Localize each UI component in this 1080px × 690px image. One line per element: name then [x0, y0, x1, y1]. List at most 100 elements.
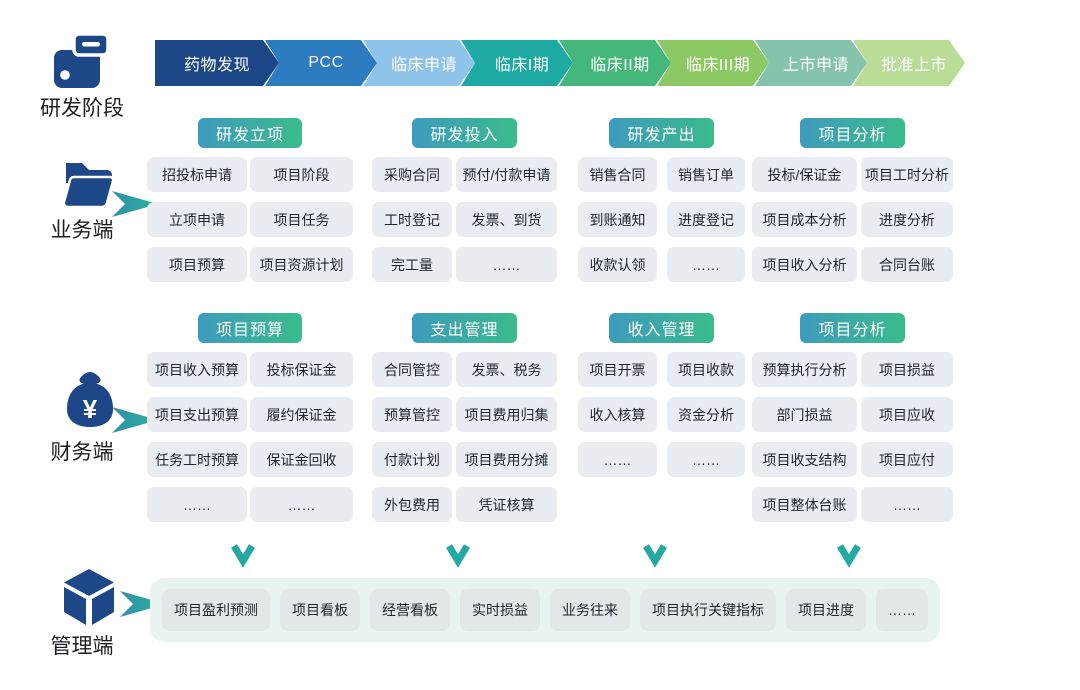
module-grid: 投标/保证金项目工时分析项目成本分析进度分析项目收入分析合同台账	[752, 157, 953, 282]
management-item: 项目执行关键指标	[640, 589, 776, 631]
module-grid: 销售合同销售订单到账通知进度登记收款认领 ……	[578, 157, 745, 282]
svg-text:¥: ¥	[83, 394, 98, 424]
module-cell: 履约保证金	[250, 397, 353, 432]
module-cell: 项目收支结构	[752, 442, 857, 477]
module-cell: 工时登记	[372, 202, 452, 237]
module-cell: 合同管控	[372, 352, 452, 387]
module-cell: 进度登记	[667, 202, 745, 237]
module-group: 项目分析投标/保证金项目工时分析项目成本分析进度分析项目收入分析合同台账	[752, 118, 953, 282]
group-header-badge: 研发产出	[609, 118, 714, 148]
module-cell: 项目工时分析	[861, 157, 953, 192]
management-arrow-icon	[120, 588, 166, 625]
module-cell: 预算管控	[372, 397, 452, 432]
down-chevron-icon	[836, 543, 862, 569]
business-arrow-icon	[112, 188, 158, 225]
stage-chevron: 批准上市	[853, 40, 965, 86]
cube-icon	[58, 566, 120, 633]
group-header-badge: 支出管理	[412, 313, 517, 343]
module-grid: 合同管控发票、税务预算管控项目费用归集付款计划项目费用分摊外包费用凭证核算	[372, 352, 557, 522]
money-bag-icon: ¥	[62, 370, 118, 437]
module-cell: ……	[147, 487, 247, 522]
module-cell: 立项申请	[147, 202, 247, 237]
module-group: 项目分析预算执行分析项目损益部门损益项目应收项目收支结构项目应付项目整体台账……	[752, 313, 953, 522]
stage-chevron: 临床申请	[363, 40, 475, 86]
module-cell: 发票、税务	[456, 352, 557, 387]
finance-side-label: 财务端	[50, 441, 114, 464]
stage-chevron: 临床II期	[559, 40, 671, 86]
module-cell: 销售订单	[667, 157, 745, 192]
down-chevron-icon	[230, 543, 256, 569]
module-cell: ……	[667, 247, 745, 282]
module-group: 研发立项招投标申请项目阶段立项申请项目任务项目预算项目资源计划	[147, 118, 353, 282]
module-group: 研发投入采购合同预付/付款申请工时登记发票、到货完工量……	[372, 118, 557, 282]
folder-icon	[58, 155, 120, 218]
module-group: 项目预算项目收入预算投标保证金项目支出预算履约保证金任务工时预算保证金回收…………	[147, 313, 353, 522]
management-item: 项目看板	[280, 589, 360, 631]
module-cell: 预付/付款申请	[456, 157, 557, 192]
stage-chevron: PCC	[265, 40, 377, 86]
management-item: 经营看板	[370, 589, 450, 631]
module-grid: 项目开票项目收款收入核算资金分析 …… ……	[578, 352, 745, 477]
module-cell: 完工量	[372, 247, 452, 282]
stage-row-label: 研发阶段	[40, 97, 124, 120]
group-header-badge: 项目预算	[197, 313, 302, 343]
module-cell: 预算执行分析	[752, 352, 857, 387]
module-cell: 投标保证金	[250, 352, 353, 387]
stage-chevron: 上市申请	[755, 40, 867, 86]
module-cell: ……	[250, 487, 353, 522]
group-header-badge: 项目分析	[800, 118, 905, 148]
module-cell: 采购合同	[372, 157, 452, 192]
management-side-label: 管理端	[50, 635, 114, 658]
module-cell: 进度分析	[861, 202, 953, 237]
down-chevron-icon	[642, 543, 668, 569]
module-group: 研发产出销售合同销售订单到账通知进度登记收款认领 ……	[578, 118, 745, 282]
module-cell: 资金分析	[667, 397, 745, 432]
module-group: 收入管理项目开票项目收款收入核算资金分析 …… ……	[578, 313, 745, 477]
module-cell: 项目损益	[861, 352, 953, 387]
module-cell: 收款认领	[578, 247, 657, 282]
module-cell: 付款计划	[372, 442, 452, 477]
module-cell: 项目应付	[861, 442, 953, 477]
module-cell: 项目任务	[250, 202, 353, 237]
management-item: 项目进度	[786, 589, 866, 631]
module-grid: 采购合同预付/付款申请工时登记发票、到货完工量……	[372, 157, 557, 282]
module-cell: ……	[456, 247, 557, 282]
group-header-badge: 收入管理	[609, 313, 714, 343]
group-header-badge: 研发投入	[412, 118, 517, 148]
business-side-label: 业务端	[50, 219, 114, 242]
module-cell: 合同台账	[861, 247, 953, 282]
module-cell: 项目阶段	[250, 157, 353, 192]
module-cell: 项目费用归集	[456, 397, 557, 432]
module-cell: 项目收入预算	[147, 352, 247, 387]
module-cell: 外包费用	[372, 487, 452, 522]
management-item: ……	[876, 589, 928, 631]
management-item: 项目盈利预测	[162, 589, 270, 631]
module-cell: 任务工时预算	[147, 442, 247, 477]
module-cell: 项目预算	[147, 247, 247, 282]
module-cell: ……	[667, 442, 745, 477]
module-grid: 项目收入预算投标保证金项目支出预算履约保证金任务工时预算保证金回收…………	[147, 352, 353, 522]
module-cell: ……	[578, 442, 657, 477]
module-cell: 项目费用分摊	[456, 442, 557, 477]
module-cell: 项目整体台账	[752, 487, 857, 522]
module-cell: 销售合同	[578, 157, 657, 192]
group-header-badge: 研发立项	[197, 118, 302, 148]
module-cell: 招投标申请	[147, 157, 247, 192]
group-header-badge: 项目分析	[800, 313, 905, 343]
module-cell: 到账通知	[578, 202, 657, 237]
module-cell: 项目资源计划	[250, 247, 353, 282]
module-cell: 项目收款	[667, 352, 745, 387]
printer-icon	[52, 32, 110, 95]
module-cell: 部门损益	[752, 397, 857, 432]
module-cell: 项目开票	[578, 352, 657, 387]
stage-chevron: 药物发现	[155, 40, 279, 86]
module-group: 支出管理合同管控发票、税务预算管控项目费用归集付款计划项目费用分摊外包费用凭证核…	[372, 313, 557, 522]
module-grid: 预算执行分析项目损益部门损益项目应收项目收支结构项目应付项目整体台账……	[752, 352, 953, 522]
stage-chevron: 临床III期	[657, 40, 769, 86]
module-cell: 项目应收	[861, 397, 953, 432]
module-cell: 凭证核算	[456, 487, 557, 522]
module-cell: 收入核算	[578, 397, 657, 432]
module-cell: 投标/保证金	[752, 157, 857, 192]
